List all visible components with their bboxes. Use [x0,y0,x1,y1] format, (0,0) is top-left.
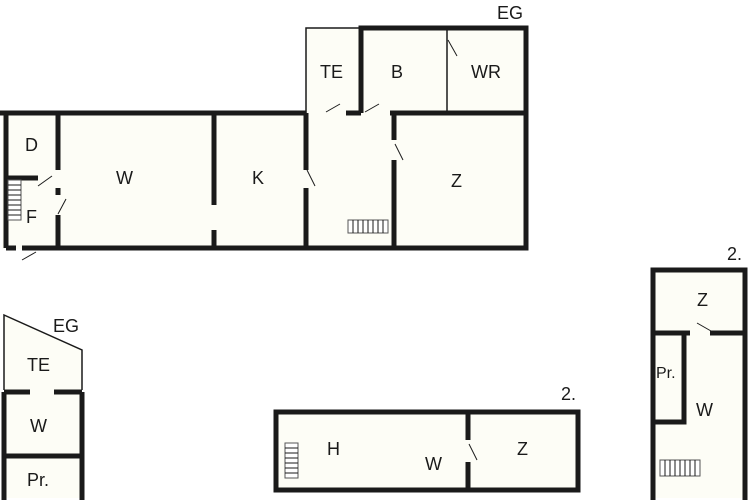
room-label-wr: WR [471,62,501,82]
room-label-h: H [327,439,340,459]
wall-te [305,27,361,113]
level-label-middle: 2. [561,384,576,404]
plan-middle-2: 2. H W Z [273,384,581,493]
door-right [696,322,712,332]
door-d [37,175,53,187]
room-fill-middle [276,412,578,490]
wall-outer-east [22,25,529,251]
room-fill-te [306,28,360,114]
door-wr [447,39,458,57]
room-label-te-small: TE [27,355,50,375]
room-label-pr-small: Pr. [27,470,49,490]
plan-main-eg: EG TE B WR D W K Z F [0,3,529,261]
door-k [306,169,316,187]
level-label-right: 2. [727,244,742,264]
room-fill-east [306,112,526,249]
room-fill-north [360,28,526,114]
plan-right-2: 2. Z Pr. W [650,244,748,500]
room-fill-west [2,112,308,249]
room-fill-te-small [4,315,82,390]
room-label-b: B [391,62,403,82]
room-label-w-right: W [696,400,713,420]
stairs-hall [347,219,389,234]
plan-small-eg: EG TE W Pr. [1,313,85,500]
door-b [364,103,380,113]
room-label-z-right: Z [697,290,708,310]
room-label-d: D [25,135,38,155]
door-entrance [21,251,37,261]
stairs-f [7,179,22,221]
room-label-w: W [116,168,133,188]
room-label-w-middle: W [425,454,442,474]
door-middle [468,443,478,461]
room-label-z-middle: Z [517,439,528,459]
wall-right-outer [650,267,748,500]
room-label-k: K [252,168,264,188]
room-label-z: Z [451,171,462,191]
door-z [394,143,404,161]
door-w [57,198,67,215]
wall-pr-right [655,334,687,425]
level-label-small: EG [53,316,79,336]
wall-te-small [3,313,83,390]
stairs-right [659,459,701,477]
level-label: EG [497,3,523,23]
room-label-w-small: W [30,416,47,436]
room-fill-w-pr [4,390,82,498]
room-label-te: TE [320,62,343,82]
wall-small-sides [1,392,85,500]
stairs-middle [284,442,299,479]
door-te [325,103,341,113]
room-label-pr-right: Pr. [656,365,676,382]
room-label-f: F [26,207,37,227]
wall-middle-outer [273,409,581,493]
